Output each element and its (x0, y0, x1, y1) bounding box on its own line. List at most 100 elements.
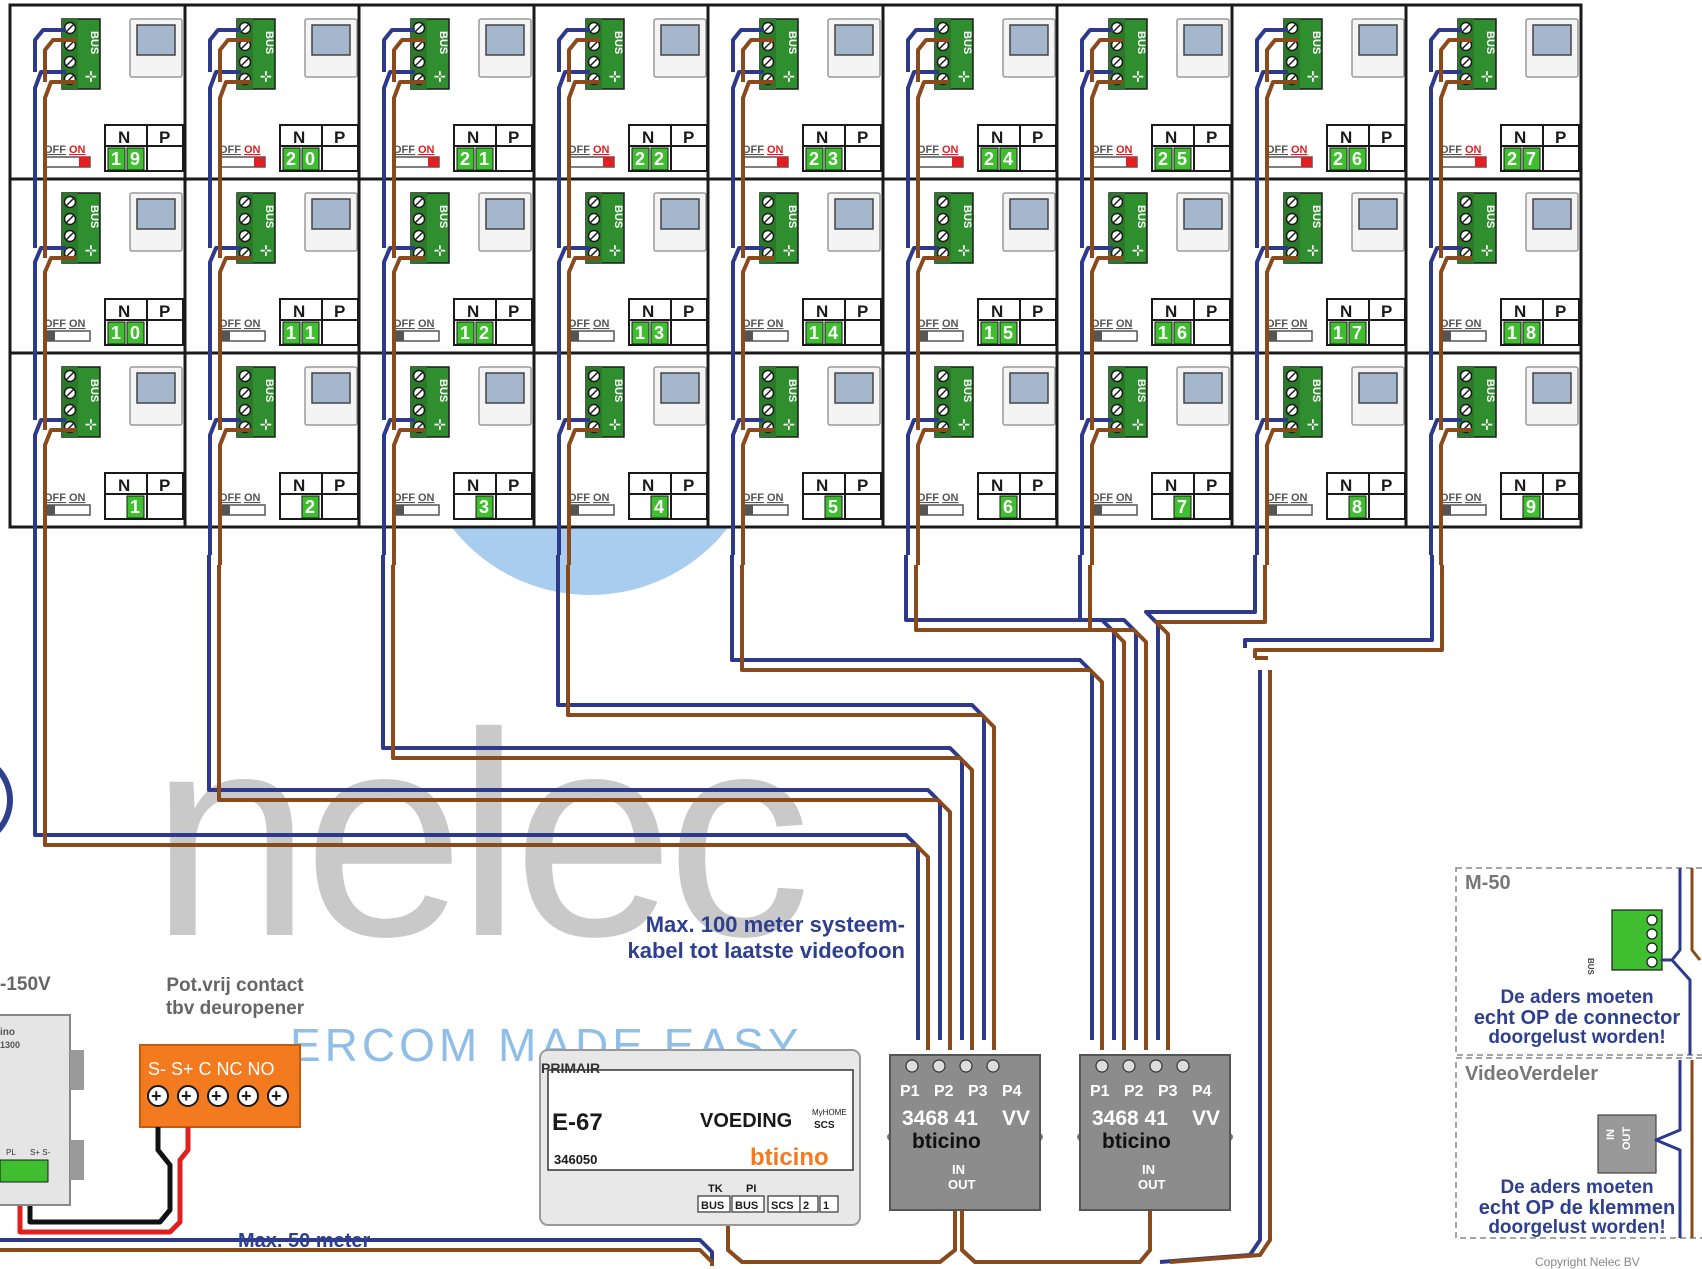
screw-slot (240, 405, 250, 415)
m50-screw (1646, 914, 1658, 926)
push-symbol: ⊹ (1307, 242, 1319, 258)
riser-brown (392, 428, 425, 565)
unit-number-cell (1522, 495, 1541, 519)
screw-slot (1287, 197, 1297, 207)
riser-blue (1255, 418, 1288, 555)
unit-number-cell (126, 495, 145, 519)
distributor-screw (1095, 1059, 1109, 1073)
bus-label: BUS (961, 205, 973, 228)
screw-slot (589, 231, 599, 241)
screw-slot (589, 248, 599, 258)
screw-slot (938, 405, 948, 415)
unit-number-cell (824, 321, 843, 345)
screw-slot (1112, 197, 1122, 207)
screw-slot (589, 388, 599, 398)
screw-slot (65, 231, 75, 241)
push-symbol: ⊹ (958, 416, 970, 432)
unit-number-digit: 5 (1003, 323, 1013, 343)
off-label: OFF (742, 492, 764, 504)
distributor-body (889, 1054, 1041, 1211)
unit-number-digit: 2 (479, 323, 489, 343)
push-symbol: ⊹ (958, 68, 970, 84)
p-label: P (159, 476, 170, 495)
screw-slot (589, 405, 599, 415)
screw-slot (65, 405, 75, 415)
riser-blue (382, 70, 415, 248)
screw-slot (763, 57, 773, 67)
screw-slot (240, 371, 250, 381)
controller-model: 1300 (0, 1040, 20, 1050)
on-label: ON (942, 492, 959, 504)
distributor-link-blue (960, 1210, 1152, 1264)
bus-label: BUS (1484, 31, 1496, 54)
distributor-suffix: VV (1002, 1107, 1030, 1130)
n-label: N (642, 476, 654, 495)
bus-label: BUS (786, 205, 798, 228)
max-50-note: Max. 50 meter (238, 1230, 371, 1252)
voltage-note: -150V (0, 974, 51, 995)
relay-screw-plus: + (151, 1086, 162, 1106)
push-symbol: ⊹ (434, 242, 446, 258)
distributor-port-label: P1 (900, 1083, 920, 1100)
off-label: OFF (1091, 492, 1113, 504)
unit-number-cell (650, 495, 669, 519)
riser-blue (557, 246, 590, 420)
screw-slot (1461, 23, 1471, 33)
psu-terminal-label: 2 (803, 1200, 809, 1212)
unit-number-cell (1173, 321, 1192, 345)
unit-number-cell (805, 321, 824, 345)
unit-number-digit: 1 (130, 497, 140, 517)
watermark-arc (0, 767, 13, 833)
unit-number-digit: 5 (828, 497, 838, 517)
off-label: OFF (44, 492, 66, 504)
unit-number-digit: 2 (635, 149, 645, 169)
unit-number-cell (1348, 321, 1367, 345)
unit-number-digit: 3 (828, 149, 838, 169)
psu-tk: TK (708, 1183, 723, 1195)
unit-number-digit: 4 (654, 497, 664, 517)
riser-brown (1439, 428, 1472, 565)
screw-slot (414, 23, 424, 33)
unit-number-digit: 3 (479, 497, 489, 517)
screw-slot (1112, 23, 1122, 33)
unit-number-digit: 6 (1352, 149, 1362, 169)
monitor-screen (1009, 198, 1049, 230)
unit-number-cell (1154, 321, 1173, 345)
unit-number-cell (1503, 321, 1522, 345)
screw-slot (240, 57, 250, 67)
screw-slot (414, 40, 424, 50)
off-label: OFF (917, 318, 939, 330)
screw-slot (1461, 388, 1471, 398)
unit-number-cell (631, 321, 650, 345)
on-label: ON (1465, 318, 1482, 330)
unit-number-cell (650, 321, 669, 345)
relay-screw (147, 1085, 169, 1107)
psu-terminal-label: BUS (735, 1200, 758, 1212)
screw-slot (1287, 371, 1297, 381)
n-label: N (293, 476, 305, 495)
distributor-brand: bticino (1102, 1130, 1171, 1153)
trunk-wire-blue (1078, 555, 1138, 1040)
screw-slot (414, 405, 424, 415)
psu-scs: SCS (814, 1120, 835, 1131)
riser-blue (1255, 70, 1288, 248)
off-label: OFF (1266, 318, 1288, 330)
push-symbol: ⊹ (1132, 416, 1144, 432)
unit-number-digit: 2 (654, 149, 664, 169)
riser-blue (33, 418, 66, 555)
unit-number-digit: 1 (809, 323, 819, 343)
n-label: N (467, 128, 479, 147)
m50-note-line-1: De aders moeten (1500, 987, 1654, 1008)
riser-brown (741, 80, 774, 258)
trunk-wire-brown (217, 565, 952, 1050)
connector-screw-strip (1458, 193, 1474, 263)
distributor-screw (959, 1059, 973, 1073)
n-label: N (1340, 302, 1352, 321)
bus-label: BUS (786, 31, 798, 54)
riser-brown (218, 256, 251, 430)
